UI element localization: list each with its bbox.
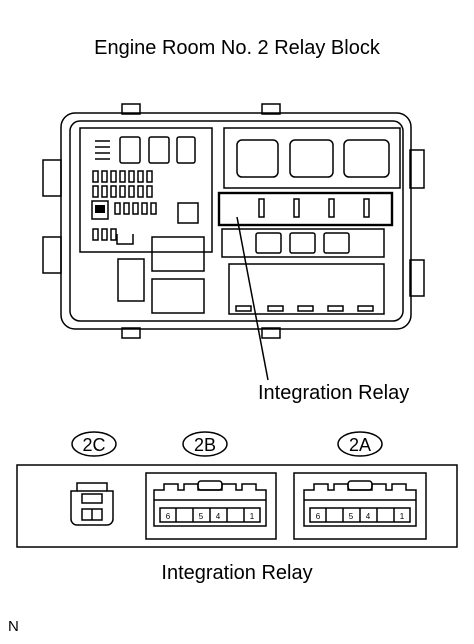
fuse-large-3: [176, 136, 196, 164]
small-fuse: [177, 202, 199, 224]
callout-integration-relay: Integration Relay: [258, 382, 410, 404]
mini-fuse: [128, 170, 135, 183]
mini-fuse: [141, 202, 148, 215]
connector-2c: [70, 482, 114, 526]
badge-2b: [182, 431, 228, 457]
connector-caption: Integration Relay: [161, 562, 313, 584]
fuse-stack-icon: [95, 140, 110, 160]
pin-2a-1: 1: [400, 512, 405, 521]
right-tab-upper: [409, 149, 425, 189]
mini-fuse: [110, 185, 117, 198]
mini-fuse: [150, 202, 157, 215]
mini-fuse: [119, 170, 126, 183]
mini-fuse: [101, 170, 108, 183]
fuse-large-2: [148, 136, 170, 164]
mini-fuse: [114, 202, 121, 215]
fuse-area-lower: [228, 263, 385, 315]
mini-fuse: [92, 170, 99, 183]
right-tab-lower: [409, 259, 425, 297]
mini-fuse-relay: [91, 200, 109, 220]
relay-mini-3: [323, 232, 350, 254]
relay-row-mid: [221, 228, 385, 258]
top-tab-left: [121, 103, 141, 115]
relay-block: [42, 103, 425, 339]
mini-fuse: [110, 170, 117, 183]
pin-2a-4: 4: [366, 512, 371, 521]
connector-2a-frame: [293, 472, 427, 540]
mini-fuse-relay-fill: [95, 205, 105, 213]
mini-fuse: [101, 185, 108, 198]
fuse-bracket: [116, 234, 134, 245]
connector-panel: [16, 464, 458, 548]
pin-2b-4: 4: [216, 512, 221, 521]
badge-2c-label: 2C: [82, 435, 105, 455]
callout-leader-line: [236, 216, 269, 381]
integration-relay-terminals: [258, 198, 370, 218]
badge-2b-label: 2B: [194, 435, 216, 455]
relay-block-inner: [69, 120, 404, 322]
relay-large-3: [343, 139, 390, 178]
connector-2b-frame: [145, 472, 277, 540]
bottom-tab-right: [261, 327, 281, 339]
diagram-title: Engine Room No. 2 Relay Block: [94, 37, 380, 59]
relay-panel-upper: [223, 127, 401, 189]
relay-mini-1: [255, 232, 282, 254]
mini-fuse: [92, 185, 99, 198]
left-tab-lower: [42, 236, 62, 274]
relay-block-outer: [60, 112, 412, 330]
pin-2b-1: 1: [250, 512, 255, 521]
relay-mini-2: [289, 232, 316, 254]
mini-fuse: [137, 185, 144, 198]
relay-mid-lower: [151, 278, 205, 314]
mini-fuse: [123, 202, 130, 215]
top-tab-right: [261, 103, 281, 115]
relay-mid-upper: [151, 236, 205, 272]
mini-fuse-grid: [92, 170, 157, 241]
mini-fuse: [146, 185, 153, 198]
fuse-section: [79, 127, 213, 253]
badge-2a: [337, 431, 383, 457]
fuse-large-1: [119, 136, 141, 164]
left-tab-upper: [42, 159, 62, 197]
mini-fuse: [119, 185, 126, 198]
integration-relay-slot: [217, 191, 394, 227]
connector-badges: 2C 2B 2A: [71, 431, 383, 457]
bottom-tab-left: [121, 327, 141, 339]
mini-fuse: [137, 170, 144, 183]
relay-large-1: [236, 139, 279, 178]
pin-2a-5: 5: [349, 512, 354, 521]
mini-fuse: [132, 202, 139, 215]
pin-2b-6: 6: [166, 512, 171, 521]
pin-2b-5: 5: [199, 512, 204, 521]
pin-2a-6: 6: [316, 512, 321, 521]
connector-2a: 6 5 4 1: [303, 480, 417, 527]
mini-fuse: [92, 228, 99, 241]
connector-2b: 6 5 4 1: [153, 480, 267, 527]
corner-mark: N: [8, 618, 19, 635]
relay-large-2: [289, 139, 334, 178]
fuse-area-clips: [235, 305, 374, 312]
badge-2c: [71, 431, 117, 457]
mini-fuse: [146, 170, 153, 183]
relay-small-left: [117, 258, 145, 302]
mini-fuse: [110, 228, 117, 241]
mini-fuse: [101, 228, 108, 241]
mini-fuse: [128, 185, 135, 198]
badge-2a-label: 2A: [349, 435, 371, 455]
